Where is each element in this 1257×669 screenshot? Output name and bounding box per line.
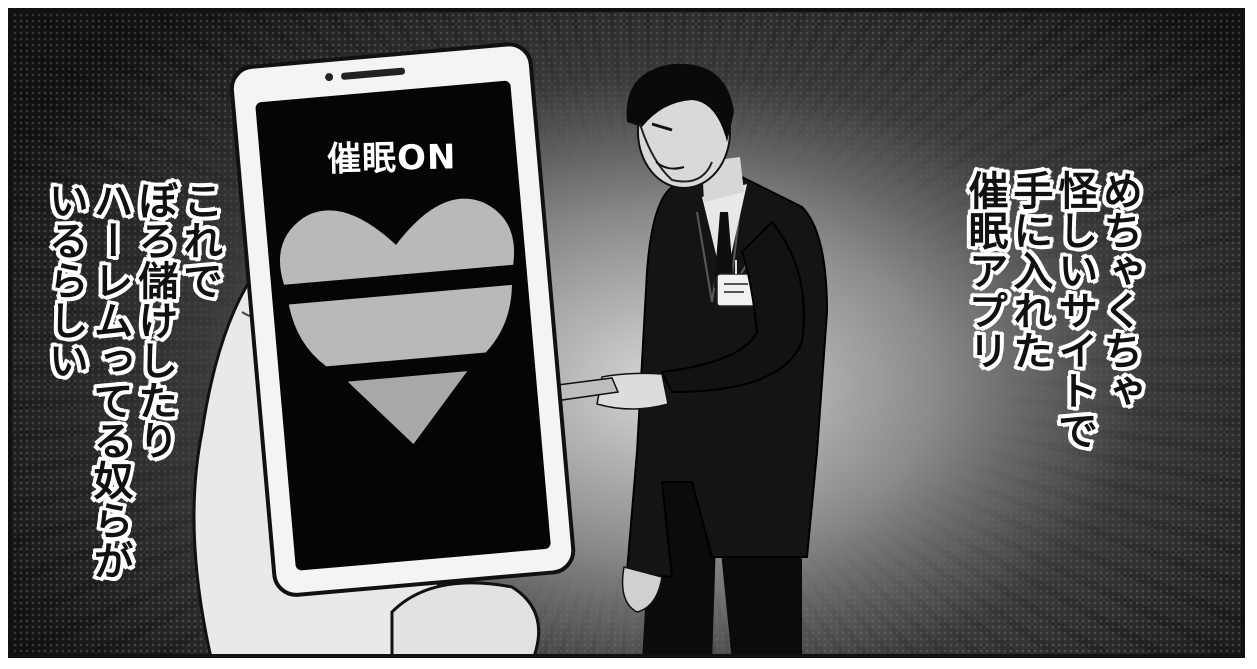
narration-right-line-4: 催眠アプリ <box>961 170 1008 370</box>
narration-left-line-2: ぼろ儲けしたり <box>131 180 178 460</box>
narration-right: めちゃくちゃ 怪しいサイトで 手に入れた 催眠アプリ <box>961 170 1142 590</box>
narration-left-line-3: ハーレムってる奴らが <box>86 180 133 580</box>
phone-screen-title: 催眠ON <box>326 137 457 180</box>
narration-right-line-3: 手に入れた <box>1006 170 1053 370</box>
man-in-suit <box>540 63 829 654</box>
narration-left-line-4: いるらしい <box>41 180 88 380</box>
narration-left-line-1: これで <box>176 180 223 300</box>
panel-illustration <box>192 42 829 654</box>
smartphone <box>229 42 576 597</box>
narration-left: これで ぼろ儲けしたり ハーレムってる奴らが いるらしい <box>41 180 223 600</box>
manga-panel: 催眠ON これで ぼろ儲けしたり ハーレムってる奴らが いるらしい めちゃくちゃ… <box>8 8 1245 658</box>
narration-right-line-1: めちゃくちゃ <box>1096 170 1142 410</box>
narration-right-line-2: 怪しいサイトで <box>1051 170 1098 450</box>
